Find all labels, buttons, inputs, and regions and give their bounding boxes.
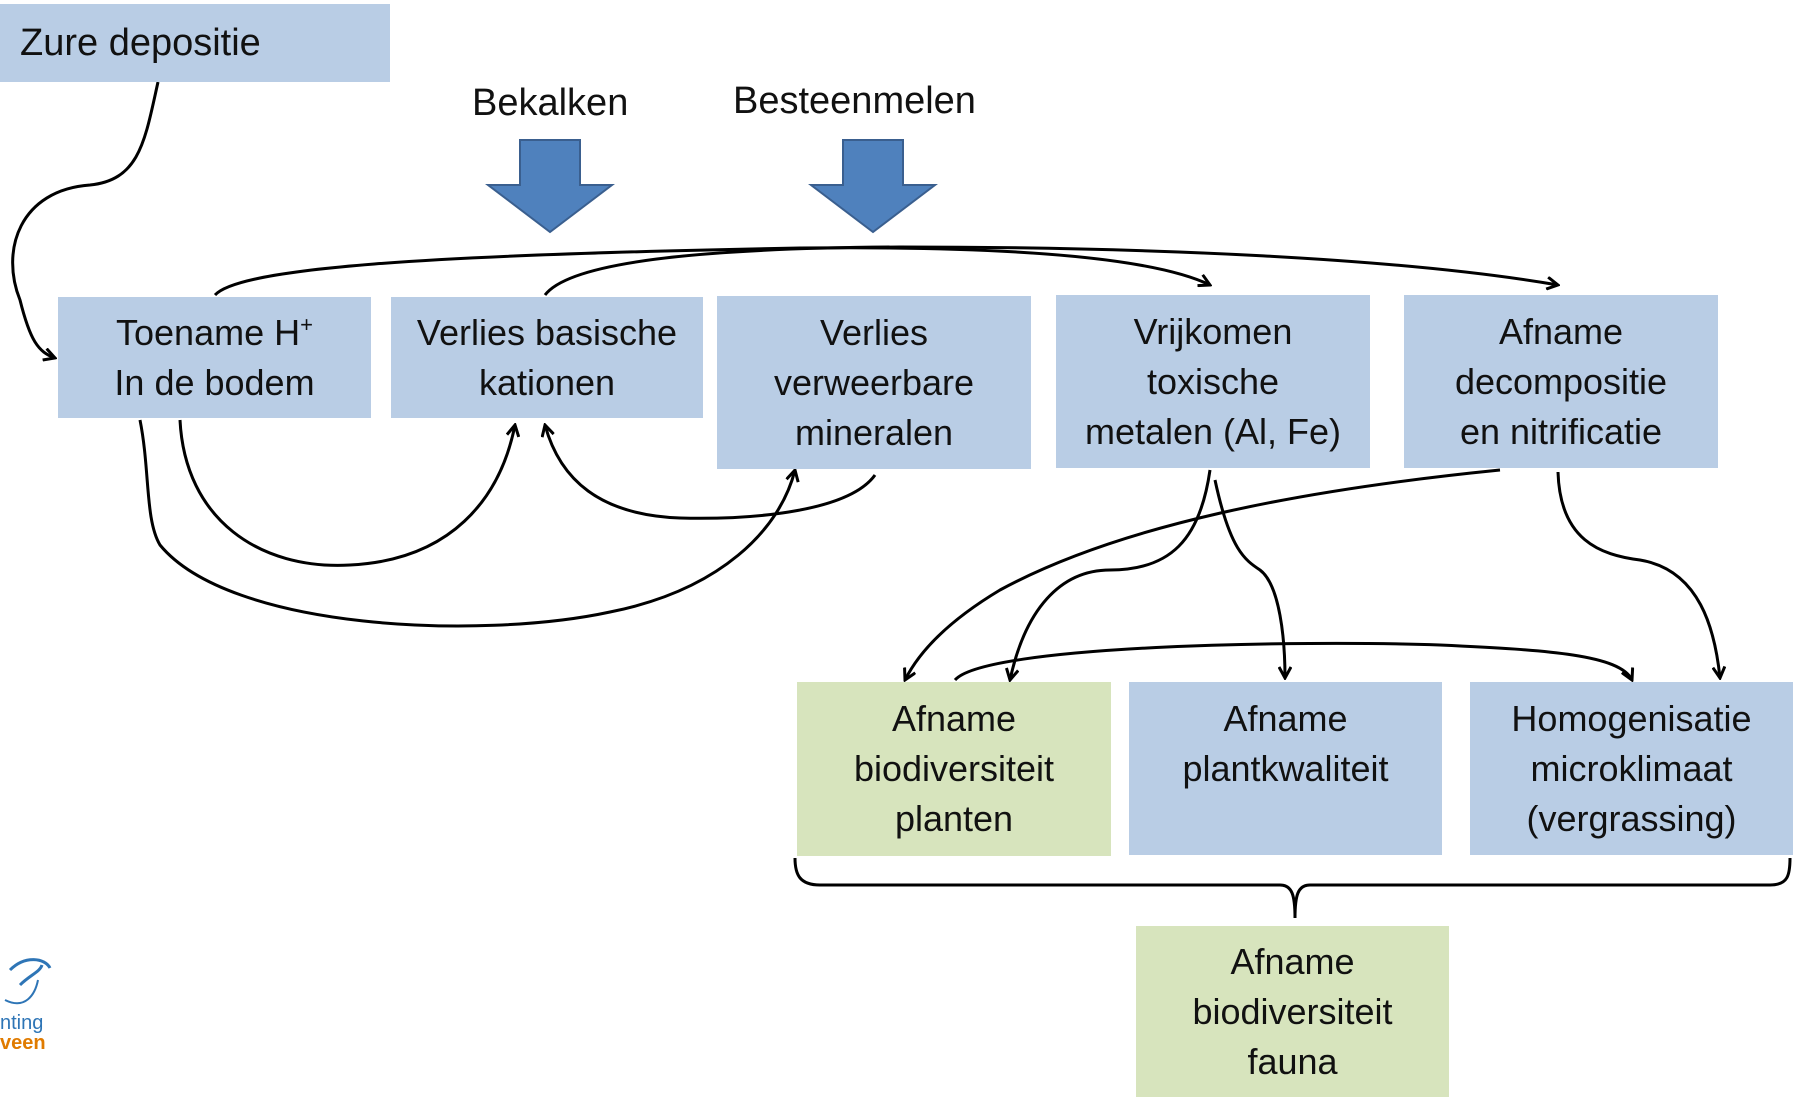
node-homogenisatie: Homogenisatie microklimaat (vergrassing) bbox=[1470, 682, 1793, 855]
bekalken-arrow bbox=[485, 139, 615, 234]
node-afname-biodiv-planten-label: Afname biodiversiteit planten bbox=[853, 698, 1055, 839]
node-afname-biodiv-fauna: Afname biodiversiteit fauna bbox=[1136, 926, 1449, 1097]
node-toename-h-line2: In de bodem bbox=[114, 361, 315, 403]
edge-decompositie-to-homogenisatie bbox=[1556, 471, 1720, 678]
bekalken-label: Bekalken bbox=[472, 82, 629, 124]
edge-toename-to-kationen bbox=[178, 419, 515, 567]
node-homogenisatie-label: Homogenisatie microklimaat (vergrassing) bbox=[1511, 697, 1752, 839]
edge-kationen-to-decompositie bbox=[543, 245, 1558, 296]
brace bbox=[793, 857, 1792, 919]
node-vrijkomen-metalen: Vrijkomen toxische metalen (Al, Fe) bbox=[1056, 295, 1370, 468]
node-afname-biodiv-planten: Afname biodiversiteit planten bbox=[797, 682, 1111, 856]
besteenmelen-label: Besteenmelen bbox=[733, 80, 976, 122]
edge-decompositie-to-planten bbox=[905, 468, 1501, 680]
besteenmelen-arrow bbox=[808, 139, 938, 234]
logo-swirl-icon bbox=[4, 958, 52, 1005]
node-verlies-mineralen-label: Verlies verweerbare mineralen bbox=[773, 311, 975, 453]
superscript-plus: + bbox=[300, 311, 313, 337]
node-zure-depositie: Zure depositie bbox=[0, 4, 390, 82]
edge-vrijkomen-to-plantkwaliteit bbox=[1213, 479, 1285, 678]
organization-logo: nting veen bbox=[0, 950, 60, 1060]
node-toename-h-line1: Toename H+ bbox=[116, 311, 313, 353]
node-verlies-mineralen: Verlies verweerbare mineralen bbox=[717, 296, 1031, 469]
node-afname-plantkwaliteit-label: Afname plantkwaliteit bbox=[1182, 698, 1389, 789]
logo-text-line2: veen bbox=[0, 1032, 46, 1054]
node-vrijkomen-metalen-label: Vrijkomen toxische metalen (Al, Fe) bbox=[1084, 310, 1342, 452]
edge-toename-to-vrijkomen bbox=[213, 246, 1210, 297]
edge-toename-to-mineralen bbox=[138, 419, 795, 628]
node-verlies-kationen: Verlies basische kationen bbox=[391, 297, 703, 418]
edge-planten-to-homogenisatie bbox=[953, 641, 1632, 680]
node-afname-plantkwaliteit: Afname plantkwaliteit bbox=[1129, 682, 1442, 855]
edge-vrijkomen-to-planten bbox=[1010, 469, 1212, 680]
logo-text-line1: nting bbox=[0, 1012, 44, 1034]
edge-mineralen-to-kationen bbox=[545, 425, 877, 520]
node-afname-decompositie-label: Afname decompositie en nitrificatie bbox=[1454, 310, 1668, 452]
node-toename-h: Toename H+ In de bodem bbox=[58, 297, 371, 418]
node-afname-biodiv-fauna-label: Afname biodiversiteit fauna bbox=[1192, 940, 1393, 1082]
edge-zure-to-toename bbox=[11, 81, 160, 358]
node-verlies-kationen-label: Verlies basische kationen bbox=[416, 311, 678, 403]
node-zure-depositie-label: Zure depositie bbox=[20, 22, 261, 64]
node-afname-decompositie: Afname decompositie en nitrificatie bbox=[1404, 295, 1718, 468]
